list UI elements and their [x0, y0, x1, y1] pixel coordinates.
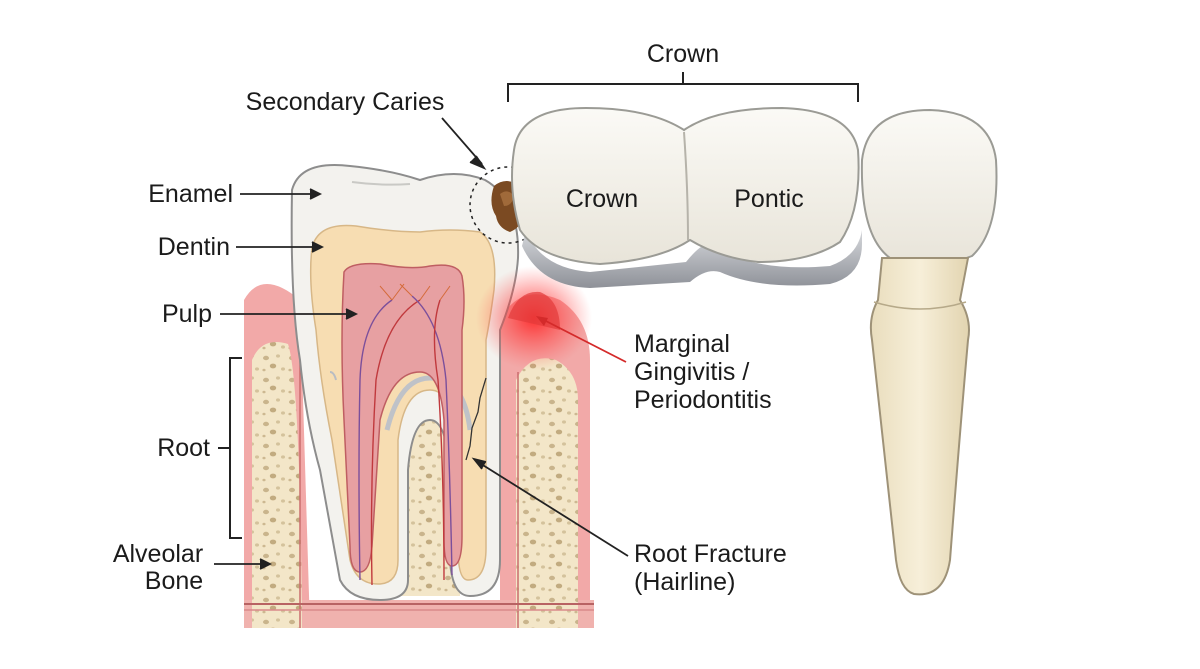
inflammation-area: [476, 266, 592, 370]
label-gingivitis-1: Marginal: [634, 330, 730, 358]
crown-bracket: [507, 72, 859, 102]
label-gingivitis-2: Gingivitis /: [634, 358, 749, 386]
leader-lines: [214, 117, 629, 570]
label-pontic: Pontic: [734, 185, 803, 213]
label-crown-top: Crown: [647, 40, 719, 68]
label-root-fracture-1: Root Fracture: [634, 540, 787, 568]
label-alveolar-bone-1: Alveolar: [113, 540, 203, 568]
crown-unit: [511, 106, 860, 266]
label-enamel: Enamel: [148, 180, 233, 208]
root-fracture-line: [465, 377, 487, 461]
gingivitis-leader: [539, 317, 627, 363]
implant-crown: [860, 108, 998, 266]
natural-tooth: [290, 164, 520, 602]
implant-root: [869, 257, 970, 596]
label-root-fracture-2: (Hairline): [634, 568, 735, 596]
label-dentin: Dentin: [158, 233, 230, 261]
label-crown-unit: Crown: [566, 185, 638, 213]
label-secondary-caries: Secondary Caries: [246, 88, 445, 116]
dental-bridge: [511, 106, 998, 596]
label-pulp: Pulp: [162, 300, 212, 328]
root-bracket: [218, 357, 242, 539]
label-gingivitis-3: Periodontitis: [634, 386, 772, 414]
label-root: Root: [157, 434, 210, 462]
label-alveolar-bone-2: Bone: [145, 567, 203, 595]
